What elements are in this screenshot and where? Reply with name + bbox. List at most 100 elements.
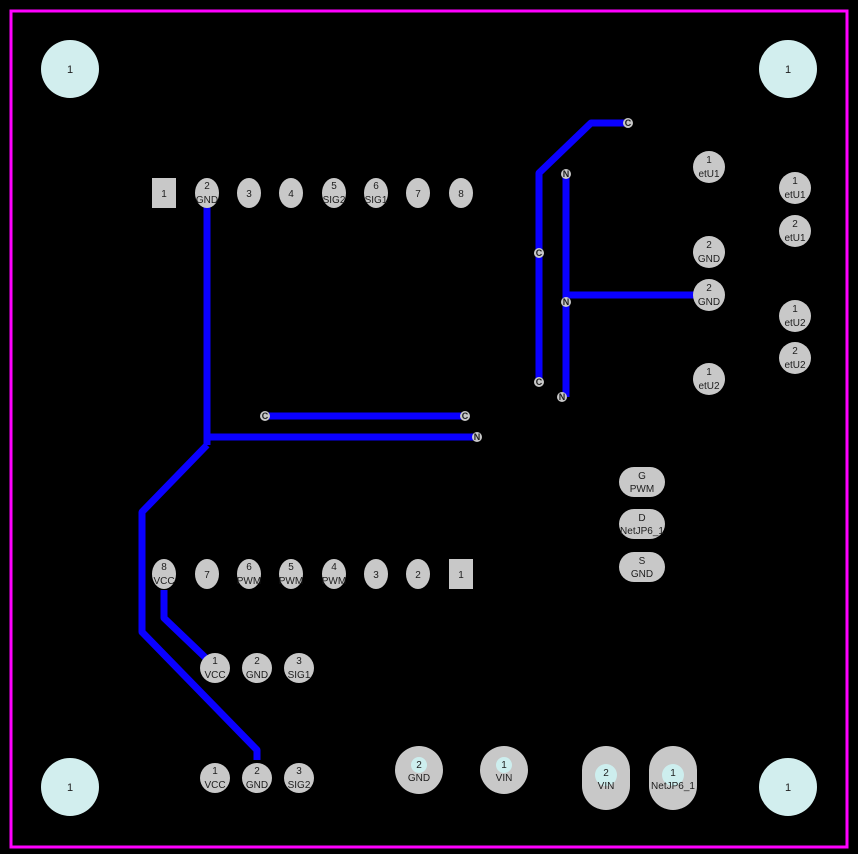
svg-text:NetJP6_1: NetJP6_1 <box>620 526 664 537</box>
svg-text:1: 1 <box>792 304 798 315</box>
via-n1: N <box>561 169 571 179</box>
header-top-pin-3: 3 <box>237 178 261 208</box>
header-bottom-pin-1: 1 <box>449 559 473 589</box>
power-in-pin-1: 1 VIN <box>480 746 528 794</box>
svg-text:SIG1: SIG1 <box>365 195 388 206</box>
board-outline <box>9 9 849 849</box>
output-pin-2: 2 VIN <box>582 746 630 810</box>
svg-text:NetJP6_1: NetJP6_1 <box>651 781 695 792</box>
header-top-pin-7: 7 <box>406 178 430 208</box>
svg-text:1: 1 <box>785 64 791 76</box>
via-c1: C <box>623 118 633 128</box>
svg-text:SIG2: SIG2 <box>323 195 346 206</box>
header-bottom-pin-7: 7 <box>195 559 219 589</box>
svg-text:G: G <box>638 471 646 482</box>
svg-text:GND: GND <box>698 254 720 265</box>
power-input-connector: 2 GND 1 VIN <box>395 746 528 794</box>
svg-text:1: 1 <box>67 782 73 794</box>
svg-text:GND: GND <box>196 195 218 206</box>
svg-text:2: 2 <box>415 570 421 581</box>
svg-text:3: 3 <box>373 570 379 581</box>
svg-text:N: N <box>563 169 570 179</box>
sensor2-pin-2: 2 GND <box>242 763 272 793</box>
mounting-hole-bottom-right: 1 <box>759 758 817 816</box>
svg-text:PWM: PWM <box>630 484 654 495</box>
svg-text:3: 3 <box>246 189 252 200</box>
resistor-pads: 1 etU1 2 etU1 1 etU2 2 etU2 <box>779 172 811 374</box>
svg-text:C: C <box>462 411 469 421</box>
svg-text:etU1: etU1 <box>698 169 720 180</box>
mosfet-source: S GND <box>619 552 665 582</box>
svg-text:etU1: etU1 <box>784 190 806 201</box>
res-pad-u2-2: 2 etU2 <box>779 342 811 374</box>
svg-text:VIN: VIN <box>598 781 615 792</box>
via-c4: C <box>260 411 270 421</box>
svg-text:1: 1 <box>501 760 507 771</box>
svg-text:8: 8 <box>161 562 167 573</box>
mosfet: G PWM D NetJP6_1 S GND <box>619 467 665 582</box>
sensor1-pin-1: 1 VCC <box>200 653 230 683</box>
header-bottom-pin-6: 6 PWM <box>237 559 261 589</box>
svg-text:7: 7 <box>204 570 210 581</box>
svg-text:PWM: PWM <box>237 576 261 587</box>
svg-text:etU2: etU2 <box>698 381 720 392</box>
svg-text:1: 1 <box>212 766 218 777</box>
svg-text:VCC: VCC <box>204 670 225 681</box>
svg-text:etU2: etU2 <box>784 318 806 329</box>
led-pads: 1 etU1 2 GND 2 GND 1 etU2 <box>693 151 725 395</box>
mounting-hole-top-left: 1 <box>41 40 99 98</box>
led-pad-gnd-b: 2 GND <box>693 279 725 311</box>
svg-text:GND: GND <box>408 773 430 784</box>
svg-text:5: 5 <box>288 562 294 573</box>
vias: C N C N C N C C <box>260 118 633 442</box>
power-in-pin-2: 2 GND <box>395 746 443 794</box>
svg-text:2: 2 <box>706 283 712 294</box>
mosfet-gate: G PWM <box>619 467 665 497</box>
header-top-pin-1: 1 <box>152 178 176 208</box>
led-pad-gnd-a: 2 GND <box>693 236 725 268</box>
res-pad-u2-1: 1 etU2 <box>779 300 811 332</box>
sensor2-pin-1: 1 VCC <box>200 763 230 793</box>
svg-text:3: 3 <box>296 766 302 777</box>
svg-text:2: 2 <box>792 346 798 357</box>
svg-text:1: 1 <box>670 768 676 779</box>
sensor2-pin-3: 3 SIG2 <box>284 763 314 793</box>
svg-text:C: C <box>262 411 269 421</box>
svg-text:GND: GND <box>698 297 720 308</box>
header-top-pin-8: 8 <box>449 178 473 208</box>
via-n2: N <box>561 297 571 307</box>
header-top-pin-2: 2 GND <box>195 178 219 208</box>
mounting-hole-top-right: 1 <box>759 40 817 98</box>
svg-text:GND: GND <box>246 670 268 681</box>
svg-text:VIN: VIN <box>496 773 513 784</box>
mosfet-drain: D NetJP6_1 <box>619 509 665 539</box>
svg-text:2: 2 <box>416 760 422 771</box>
svg-text:etU1: etU1 <box>784 233 806 244</box>
header-top-pin-6: 6 SIG1 <box>364 178 388 208</box>
svg-text:2: 2 <box>254 656 260 667</box>
sensor1-pin-3: 3 SIG1 <box>284 653 314 683</box>
svg-text:1: 1 <box>458 570 464 581</box>
sensor2-connector: 1 VCC 2 GND 3 SIG2 <box>200 763 314 793</box>
led-pad-u1-1: 1 etU1 <box>693 151 725 183</box>
trace-vcc-left <box>138 442 261 760</box>
svg-text:C: C <box>625 118 632 128</box>
output-connector: 2 VIN 1 NetJP6_1 <box>582 746 697 810</box>
svg-text:1: 1 <box>792 176 798 187</box>
svg-text:5: 5 <box>331 181 337 192</box>
svg-text:1: 1 <box>706 367 712 378</box>
svg-text:2: 2 <box>706 240 712 251</box>
sensor1-pin-2: 2 GND <box>242 653 272 683</box>
svg-text:1: 1 <box>212 656 218 667</box>
led-pad-u2-1: 1 etU2 <box>693 363 725 395</box>
via-c5: C <box>460 411 470 421</box>
svg-text:SIG2: SIG2 <box>288 780 311 791</box>
svg-text:2: 2 <box>204 181 210 192</box>
svg-text:VCC: VCC <box>204 780 225 791</box>
svg-text:2: 2 <box>603 768 609 779</box>
via-n3: N <box>557 392 567 402</box>
via-n4: N <box>472 432 482 442</box>
svg-text:6: 6 <box>246 562 252 573</box>
